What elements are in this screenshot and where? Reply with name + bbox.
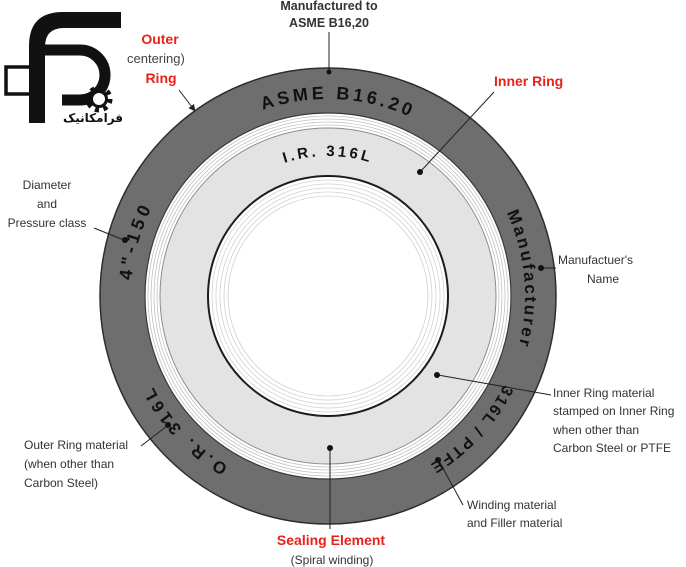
- logo-wordmark: فرامکانیک: [63, 111, 123, 125]
- callout-line: and: [37, 197, 57, 211]
- leader-dot: [538, 265, 544, 271]
- leader-dot: [122, 237, 128, 243]
- callout-title: Ring: [145, 70, 176, 86]
- logo-stem: [29, 12, 121, 123]
- marking-inner-ring-text: I.R. 316L: [281, 143, 373, 167]
- leader-dot: [417, 169, 423, 175]
- bore-line: [211, 179, 445, 413]
- callout-title: Outer: [141, 31, 179, 47]
- winding-line: [156, 124, 500, 468]
- callout-line: Manufactuer's: [558, 253, 633, 267]
- winding-line: [150, 118, 506, 474]
- leader-line: [140, 425, 168, 447]
- callout-line: Winding material: [467, 498, 556, 512]
- callout-title: Sealing Element: [277, 532, 385, 548]
- callout-line: (when other than: [24, 457, 114, 471]
- callout-line: Outer Ring material: [24, 438, 128, 452]
- bore-line: [215, 183, 441, 409]
- callout-inner-ring-material: Inner Ring material stamped on Inner Rin…: [434, 372, 674, 455]
- callout-outer-ring: Outer centering) Ring: [127, 31, 196, 112]
- callout-manufactured-to: Manufactured to ASME B16,20: [280, 0, 378, 75]
- leader-dot: [326, 69, 332, 75]
- marking-inner-ring: I.R. 316L: [281, 143, 376, 167]
- leader-dot: [327, 445, 333, 451]
- leader-line: [93, 227, 125, 241]
- winding-lines: [147, 115, 509, 477]
- winding-line: [147, 115, 509, 477]
- bore-lines: [211, 179, 445, 413]
- callout-inner-ring: Inner Ring: [417, 73, 563, 175]
- callout-line: Carbon Steel): [24, 476, 98, 490]
- bore-edge: [207, 175, 449, 417]
- callout-line: Inner Ring material: [553, 386, 654, 400]
- winding-line: [153, 121, 503, 471]
- callout-line: Name: [587, 272, 619, 286]
- leader-dot: [165, 422, 171, 428]
- callout-line: Manufactured to: [280, 0, 378, 13]
- bore-line: [223, 191, 433, 401]
- callout-line: Carbon Steel or PTFE: [553, 441, 671, 455]
- leader-line: [420, 91, 495, 172]
- callout-line: Diameter: [23, 178, 72, 192]
- gear-icon: [85, 85, 113, 113]
- callout-note: (Spiral winding): [291, 553, 374, 567]
- callout-sealing-element: Sealing Element (Spiral winding): [277, 445, 385, 567]
- callout-line: stamped on Inner Ring: [553, 404, 674, 418]
- callout-line: when other than: [552, 423, 639, 437]
- leader-dot: [434, 372, 440, 378]
- leader-dot: [435, 457, 441, 463]
- leader-line: [437, 374, 552, 396]
- callout-line: and Filler material: [467, 516, 562, 530]
- callout-outer-ring-material: Outer Ring material (when other than Car…: [24, 422, 171, 490]
- callout-manufacturer-name: Manufactuer's Name: [538, 253, 633, 286]
- leader-arrow: [178, 89, 196, 112]
- callout-diameter-class: Diameter and Pressure class: [8, 178, 128, 243]
- callout-note: centering): [127, 51, 185, 66]
- callout-line: Pressure class: [8, 216, 87, 230]
- callout-line: ASME B16,20: [289, 16, 369, 30]
- company-logo: فرامکانیک: [4, 12, 123, 125]
- callout-winding-material: Winding material and Filler material: [435, 457, 562, 530]
- bore-line: [219, 187, 437, 405]
- leader-line: [438, 460, 464, 506]
- bore-line: [227, 195, 429, 397]
- spiral-wound-gasket: ASME B16.20 Manufacturer 316L / PTFE O.R…: [99, 67, 557, 525]
- callout-title: Inner Ring: [494, 73, 563, 89]
